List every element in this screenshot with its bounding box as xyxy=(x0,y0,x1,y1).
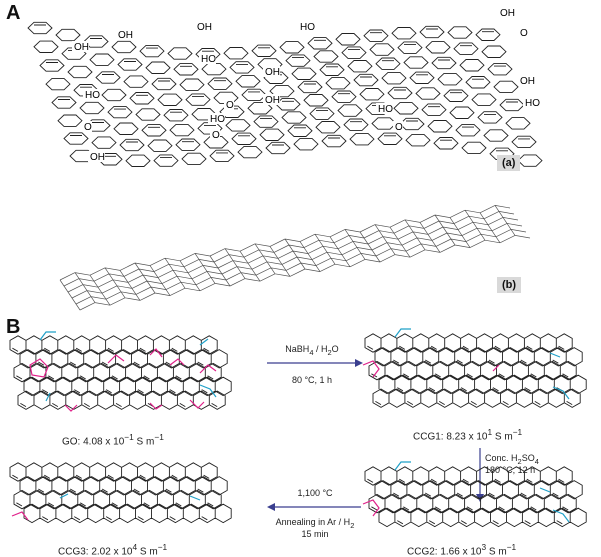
ccg2-caption: CCG2: 1.66 x 103 S m−1 xyxy=(407,542,517,557)
go-caption: GO: 4.08 x 10−1 S m−1 xyxy=(62,432,164,448)
atom-label: O xyxy=(212,130,220,141)
atom-label: OH xyxy=(90,152,105,163)
atom-label: HO xyxy=(378,104,393,115)
atom-label: OH xyxy=(500,8,515,19)
atom-label: HO xyxy=(525,98,540,109)
atom-label-background xyxy=(208,113,225,124)
wireframe-lattice xyxy=(59,205,531,311)
atom-label-background xyxy=(263,94,280,105)
hexagonal-carbon-lattice xyxy=(364,466,587,528)
sublabel-b: (b) xyxy=(497,277,522,293)
atom-label: HO xyxy=(201,54,216,65)
atom-label: O xyxy=(226,100,234,111)
atom-label: O xyxy=(84,122,92,133)
atom-label-background xyxy=(88,151,105,162)
step2-reagent: Conc. H2SO4 xyxy=(485,453,539,466)
atom-label-background xyxy=(263,66,280,77)
sublabel-a: (a) xyxy=(497,155,521,171)
atom-label-background xyxy=(195,21,212,32)
atom-label-background xyxy=(82,121,92,132)
step3-condition: 15 min xyxy=(301,529,329,539)
hexagonal-carbon-lattice xyxy=(9,462,232,524)
atom-label-background xyxy=(83,89,100,100)
step1-condition: 80 °C, 1 h xyxy=(291,375,333,385)
atom-label-background xyxy=(518,27,528,38)
step1-arrow xyxy=(267,359,363,367)
atom-label: O xyxy=(520,28,528,39)
atom-label: OH xyxy=(118,30,133,41)
atom-label-background xyxy=(210,129,220,140)
atom-label: OH xyxy=(197,22,212,33)
atom-label-background xyxy=(523,97,540,108)
atom-label: HO xyxy=(210,114,225,125)
atom-label: OH xyxy=(74,42,89,53)
atom-label-background xyxy=(116,29,133,40)
atom-label-background xyxy=(498,7,515,18)
atom-label: OH xyxy=(265,67,280,78)
atom-label-background xyxy=(224,99,234,110)
panel-letter-b: B xyxy=(6,316,21,338)
atom-label: HO xyxy=(85,90,100,101)
step3-reagent: Annealing in Ar / H2 xyxy=(275,517,355,530)
ccg2-molecule xyxy=(362,461,587,528)
atom-label-background xyxy=(376,103,393,114)
atom-label-background xyxy=(199,53,216,64)
go-sheet-lattice xyxy=(27,21,543,167)
step1-reagent: NaBH4 / H2O xyxy=(285,344,339,357)
hexagonal-carbon-lattice xyxy=(9,335,232,410)
atom-label: HO xyxy=(300,22,315,33)
panel-letter-a: A xyxy=(6,2,21,24)
step3-temperature: 1,100 °C xyxy=(297,488,333,498)
ccg3-caption: CCG3: 2.02 x 104 S m−1 xyxy=(58,542,168,557)
go-molecule xyxy=(9,331,232,412)
atom-label-background xyxy=(393,121,403,132)
step3-arrow xyxy=(267,503,361,511)
atom-label: OH xyxy=(265,95,280,106)
atom-label-background xyxy=(518,75,535,86)
atom-label: OH xyxy=(520,76,535,87)
ccg1-molecule xyxy=(362,328,587,408)
atom-label-background xyxy=(298,21,315,32)
ccg1-caption: CCG1: 8.23 x 101 S m−1 xyxy=(413,427,523,443)
ccg3-molecule xyxy=(9,462,232,524)
atom-label: O xyxy=(395,122,403,133)
hexagonal-carbon-lattice xyxy=(364,333,587,408)
atom-label-background xyxy=(72,41,89,52)
go-wireframe-drawing xyxy=(59,205,531,311)
